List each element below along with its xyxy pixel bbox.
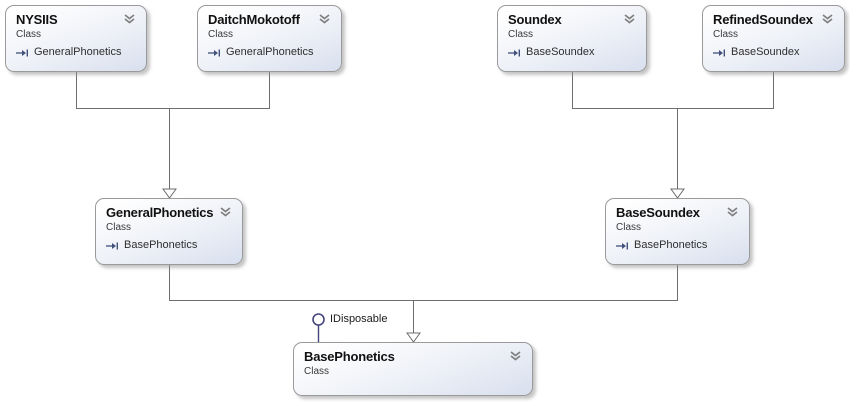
class-box-generalphonetics[interactable]: GeneralPhonetics Class BasePhonetics [95, 198, 243, 265]
class-kind-label: Class [304, 366, 330, 377]
base-class-row: BaseSoundex [508, 46, 636, 59]
inheritance-hollow-triangle-icon [406, 332, 421, 343]
base-class-name: BasePhonetics [124, 239, 198, 251]
class-title: BaseSoundex [616, 205, 700, 220]
inheritance-connector-right [572, 72, 774, 189]
inherits-arrow-icon [208, 48, 221, 58]
class-kind-label: Class [16, 29, 42, 40]
class-kind-label: Class [208, 29, 234, 40]
class-box-soundex[interactable]: Soundex Class BaseSoundex [497, 5, 647, 72]
inherits-arrow-icon [16, 48, 29, 58]
class-title: NYSIIS [16, 12, 58, 27]
class-kind-label: Class [106, 222, 132, 233]
class-title: GeneralPhonetics [106, 205, 214, 220]
class-box-basesoundex[interactable]: BaseSoundex Class BasePhonetics [605, 198, 750, 265]
class-box-basephonetics[interactable]: BasePhonetics Class [293, 342, 533, 396]
inheritance-connector-left [76, 72, 270, 189]
inheritance-connector-bottom [169, 265, 678, 333]
collapse-chevron-icon[interactable] [318, 14, 331, 25]
base-class-name: GeneralPhonetics [34, 46, 122, 58]
base-class-name: BaseSoundex [731, 46, 800, 58]
collapse-chevron-icon[interactable] [219, 207, 232, 218]
class-title: RefinedSoundex [713, 12, 813, 27]
base-class-name: BasePhonetics [634, 239, 708, 251]
collapse-chevron-icon[interactable] [821, 14, 834, 25]
base-class-row: GeneralPhonetics [208, 46, 331, 59]
class-kind-label: Class [616, 222, 642, 233]
collapse-chevron-icon[interactable] [123, 14, 136, 25]
class-kind-label: Class [713, 29, 739, 40]
inheritance-hollow-triangle-icon [670, 188, 685, 199]
base-class-row: BasePhonetics [106, 239, 232, 252]
base-class-name: BaseSoundex [526, 46, 595, 58]
class-title: DaitchMokotoff [208, 12, 300, 27]
class-kind-label: Class [508, 29, 534, 40]
interface-label: IDisposable [330, 313, 388, 325]
inherits-arrow-icon [713, 48, 726, 58]
class-box-daitchmokotoff[interactable]: DaitchMokotoff Class GeneralPhonetics [197, 5, 342, 72]
base-class-name: GeneralPhonetics [226, 46, 314, 58]
collapse-chevron-icon[interactable] [726, 207, 739, 218]
inherits-arrow-icon [106, 241, 119, 251]
class-title: Soundex [508, 12, 562, 27]
collapse-chevron-icon[interactable] [509, 351, 522, 362]
collapse-chevron-icon[interactable] [623, 14, 636, 25]
class-box-nysiis[interactable]: NYSIIS Class GeneralPhonetics [5, 5, 147, 72]
inherits-arrow-icon [508, 48, 521, 58]
inheritance-hollow-triangle-icon [162, 188, 177, 199]
class-box-refinedsoundex[interactable]: RefinedSoundex Class BaseSoundex [702, 5, 845, 72]
base-class-row: BaseSoundex [713, 46, 834, 59]
inherits-arrow-icon [616, 241, 629, 251]
base-class-row: BasePhonetics [616, 239, 739, 252]
interface-lollipop-icon [312, 313, 325, 342]
base-class-row: GeneralPhonetics [16, 46, 136, 59]
class-title: BasePhonetics [304, 349, 395, 364]
